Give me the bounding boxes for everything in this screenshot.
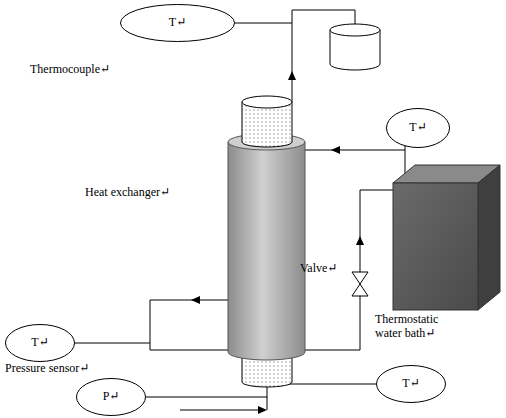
valve-symbol <box>352 284 368 296</box>
vessel-rim <box>330 24 380 36</box>
water-bath-front <box>393 183 478 310</box>
sensor-node: T↵ <box>376 365 446 403</box>
part-label: Pressure sensor↵ <box>5 362 89 376</box>
water-bath-side <box>478 165 500 310</box>
sensor-ellipse <box>387 109 450 148</box>
sensor-ellipse <box>121 5 235 42</box>
inlet-pipe <box>267 386 268 410</box>
sensor-ellipse <box>6 325 75 362</box>
return-pipe <box>305 150 405 151</box>
sensor-wire <box>405 145 406 173</box>
valve-symbol <box>352 272 368 284</box>
sensor-symbol: T↵ <box>402 377 419 391</box>
sensor-node: T↵ <box>386 108 450 148</box>
sensor-node: T↵ <box>5 324 75 362</box>
packing-top <box>242 96 292 108</box>
part-label: Heat exchanger↵ <box>85 186 170 200</box>
part-label: Valve↵ <box>300 262 337 276</box>
packing-column <box>242 102 292 147</box>
flow-arrowhead <box>356 236 364 245</box>
sensor-wire <box>75 343 150 344</box>
sensor-symbol: T↵ <box>31 336 48 350</box>
sensor-ellipse <box>77 379 146 416</box>
flow-arrowhead <box>331 146 340 154</box>
part-label: Thermocouple↵ <box>30 63 110 77</box>
inlet-pipe <box>180 410 259 411</box>
heat-exchanger-body <box>228 142 305 360</box>
sensor-ellipse <box>377 366 446 403</box>
sensor-node: T↵ <box>120 4 235 42</box>
flow-arrowhead <box>288 71 296 80</box>
flow-arrowhead <box>258 406 267 414</box>
sensor-node: P↵ <box>76 378 146 416</box>
sensor-wire <box>235 23 292 24</box>
sensor-symbol: P↵ <box>103 390 120 404</box>
part-label: Thermostatic water bath↵ <box>375 313 459 341</box>
supply-pipe <box>360 190 393 272</box>
sensor-wire <box>146 397 267 398</box>
flow-arrowhead <box>191 296 200 304</box>
sensor-symbol: T↵ <box>409 121 426 135</box>
sensor-symbol: T↵ <box>169 16 186 30</box>
